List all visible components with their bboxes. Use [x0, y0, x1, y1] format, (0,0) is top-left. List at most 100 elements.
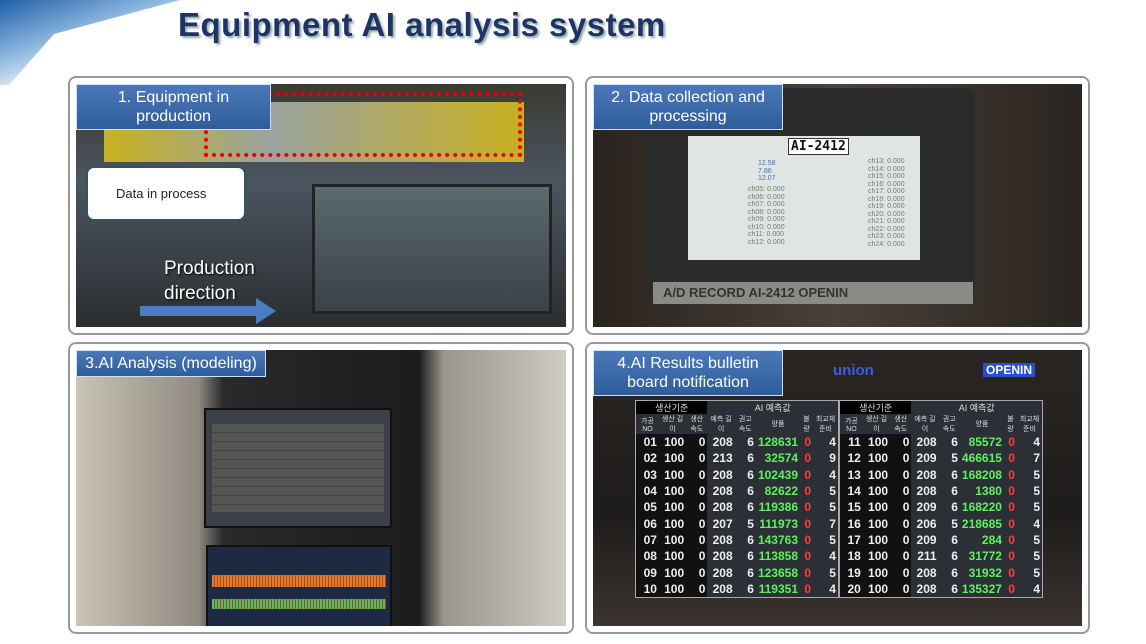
table-cell: 100 — [658, 466, 687, 483]
table-cell: 5 — [829, 500, 836, 515]
table-cell: 6 — [747, 467, 754, 482]
table-cell: 6 — [951, 484, 958, 499]
group-header: 생산기준 — [636, 401, 708, 414]
table-cell: 5 — [829, 532, 836, 547]
group-header: 생산기준 — [837, 401, 912, 414]
table-cell: 6 — [951, 565, 958, 580]
channel-reading: ch06: 0.000 — [748, 193, 785, 201]
table-cell: 6 — [951, 500, 958, 515]
table-cell: 20 — [837, 580, 863, 597]
table-cell: 6 — [747, 451, 754, 466]
table-cell: 5 — [1033, 500, 1040, 515]
table-cell: 218685 — [961, 516, 1002, 531]
channel-reading: ch15: 0.000 — [868, 173, 905, 180]
table-cell: 5 — [951, 451, 958, 466]
brand-text: A/D RECORD AI-2412 — [663, 285, 795, 300]
table-cell: 0 — [686, 548, 708, 565]
table-cell: 284 — [981, 532, 1002, 547]
table-cell: 82622 — [764, 484, 798, 499]
table-cell: 5 — [1033, 532, 1040, 547]
table-cell: 03 — [636, 466, 659, 483]
table-cell: 168208 — [961, 467, 1002, 482]
table-cell: 08 — [636, 548, 659, 565]
table-cell: 11 — [837, 434, 863, 451]
column-header: 불량 — [1007, 416, 1014, 433]
table-cell: 0 — [804, 549, 812, 564]
table-cell: 32574 — [764, 451, 798, 466]
column-header: 최교체 준비 — [1019, 416, 1040, 433]
table-cell: 100 — [862, 548, 891, 565]
openin-logo: OPENIN — [983, 363, 1036, 377]
table-cell: 0 — [890, 564, 912, 581]
table-cell: 0 — [890, 531, 912, 549]
table-cell: 100 — [862, 531, 891, 549]
column-header: 가공 NO — [837, 414, 863, 434]
table-cell: 0 — [686, 499, 708, 516]
table-cell: 168220 — [961, 500, 1002, 515]
channel-reading: ch24: 0.000 — [868, 240, 905, 248]
recorder-photo: 2. Data collection and processing AI-241… — [593, 84, 1082, 327]
table-cell: 209 — [916, 532, 937, 547]
ai-cabinet-photo: 3.AI Analysis (modeling) — [76, 350, 566, 626]
table-cell: 100 — [658, 548, 687, 565]
table-cell: 208 — [712, 435, 733, 450]
table-cell: 5 — [1033, 467, 1040, 482]
channel-reading: ch22: 0.000 — [868, 225, 905, 233]
table-cell: 06 — [636, 515, 659, 532]
table-cell: 4 — [829, 549, 836, 564]
table-cell: 209 — [916, 500, 937, 515]
production-direction-label: Production direction — [164, 258, 255, 304]
column-header: 생산 속도 — [690, 416, 704, 433]
monitor-waveform — [206, 545, 392, 626]
column-header: 양품 — [771, 421, 785, 428]
waveform-green — [212, 599, 386, 609]
table-cell: 211 — [917, 549, 937, 564]
table-cell: 0 — [890, 450, 912, 467]
table-cell: 5 — [1033, 565, 1040, 580]
table-cell: 6 — [747, 532, 754, 547]
table-cell: 5 — [829, 565, 836, 580]
table-cell: 14 — [837, 482, 863, 500]
table-cell: 0 — [1008, 581, 1015, 596]
column-header: 예측 길이 — [710, 416, 732, 433]
mini-table — [212, 424, 384, 512]
table-cell: 0 — [804, 565, 812, 580]
table-cell: 17 — [837, 531, 863, 549]
value: 12.58 — [758, 160, 776, 167]
table-cell: 208 — [712, 565, 733, 580]
channel-reading: ch13: 0.000 — [868, 158, 905, 165]
table-cell: 4 — [1033, 581, 1040, 596]
column-header: 권고 속도 — [942, 416, 956, 433]
table-cell: 6 — [747, 500, 754, 515]
table-cell: 100 — [658, 515, 687, 532]
table-cell: 0 — [804, 581, 812, 596]
table-cell: 0 — [686, 434, 708, 451]
table-cell: 4 — [829, 435, 836, 450]
table-cell: 143763 — [757, 532, 798, 547]
union-logo: union — [833, 362, 874, 379]
table-cell: 5 — [951, 516, 958, 531]
table-cell: 4 — [1033, 516, 1040, 531]
table-cell: 0 — [890, 548, 912, 565]
table-cell: 0 — [1008, 435, 1015, 450]
arrow-head — [256, 298, 276, 324]
channel-reading: ch20: 0.000 — [868, 210, 905, 218]
table-cell: 206 — [916, 516, 937, 531]
table-cell: 6 — [951, 549, 958, 564]
table-cell: 5 — [1033, 549, 1040, 564]
table-cell: 208 — [916, 467, 937, 482]
table-cell: 6 — [747, 549, 754, 564]
table-cell: 02 — [636, 450, 659, 467]
table-cell: 4 — [829, 467, 836, 482]
page-title: Equipment AI analysis system — [178, 6, 666, 43]
table-cell: 213 — [712, 451, 733, 466]
table-cell: 5 — [1033, 484, 1040, 499]
table-cell: 6 — [747, 565, 754, 580]
table-cell: 01 — [636, 434, 659, 451]
table-cell: 100 — [658, 434, 687, 451]
table-cell: 05 — [636, 499, 659, 516]
table-cell: 0 — [890, 580, 912, 597]
